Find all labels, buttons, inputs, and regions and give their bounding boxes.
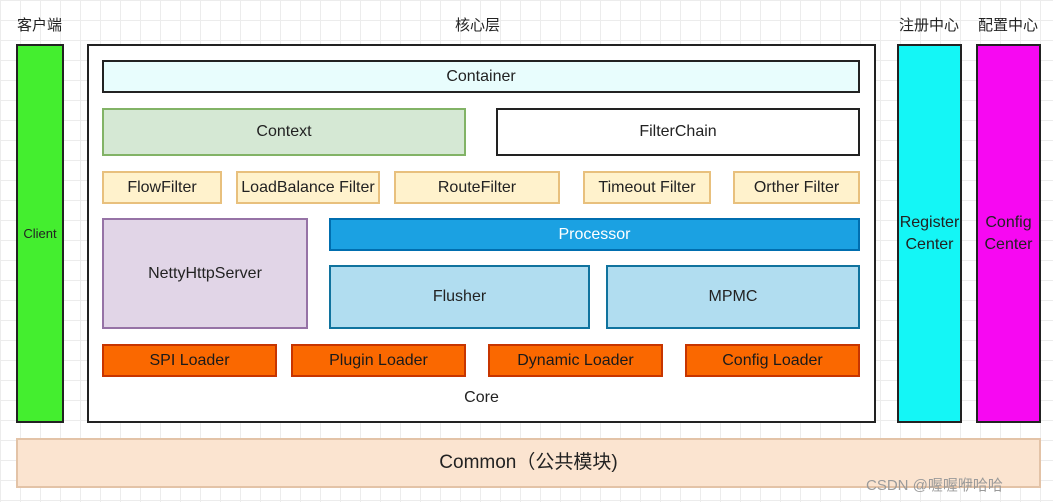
loadbalance-filter-box: LoadBalance Filter (236, 171, 380, 204)
orther-filter-box: Orther Filter (733, 171, 860, 204)
config-center-box: Config Center (976, 44, 1041, 423)
config-loader-box: Config Loader (685, 344, 860, 377)
processor-box: Processor (329, 218, 860, 251)
timeout-filter-box: Timeout Filter (583, 171, 711, 204)
register-center-box: Register Center (897, 44, 962, 423)
client-box: Client (16, 44, 64, 423)
watermark: CSDN @喔喔咿哈哈 (866, 477, 1003, 494)
core-layer-label: 核心层 (455, 17, 501, 34)
common-box: Common（公共模块) (16, 438, 1041, 488)
flusher-box: Flusher (329, 265, 590, 329)
dynamic-loader-box: Dynamic Loader (488, 344, 663, 377)
filter-chain-box: FilterChain (496, 108, 860, 156)
client-layer-label: 客户端 (17, 17, 63, 34)
container-box: Container (102, 60, 860, 93)
context-box: Context (102, 108, 466, 156)
mpmc-box: MPMC (606, 265, 860, 329)
registry-layer-label: 注册中心 (899, 17, 960, 34)
spi-loader-box: SPI Loader (102, 344, 277, 377)
route-filter-box: RouteFilter (394, 171, 560, 204)
plugin-loader-box: Plugin Loader (291, 344, 466, 377)
netty-http-server-box: NettyHttpServer (102, 218, 308, 329)
config-layer-label: 配置中心 (978, 17, 1039, 34)
flow-filter-box: FlowFilter (102, 171, 222, 204)
